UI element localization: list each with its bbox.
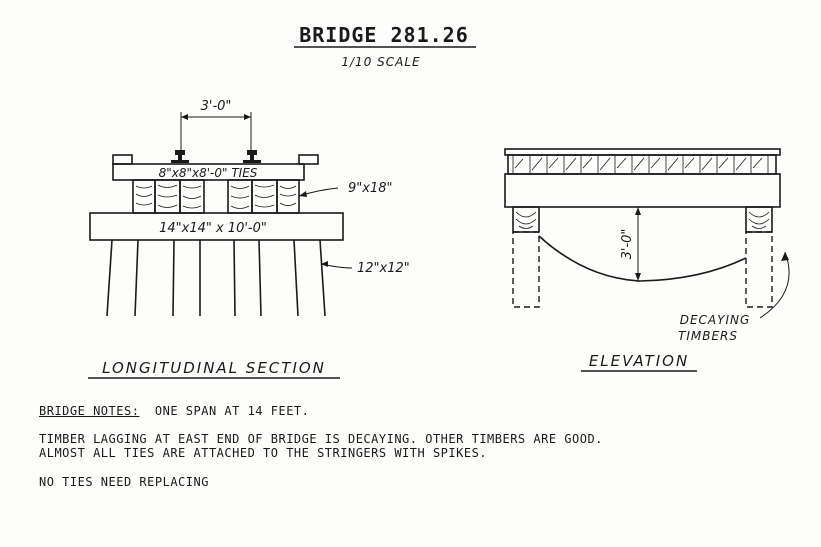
abutment-pile-left <box>512 231 540 308</box>
longitudinal-section: 3'-0" 8"x8"x8'-0" TIES <box>88 99 410 379</box>
decay-label-line2: TIMBERS <box>678 329 738 343</box>
guard-timber-right <box>298 154 319 165</box>
dim-arrow-right <box>244 114 251 120</box>
longitudinal-caption: LONGITUDINAL SECTION <box>102 359 326 377</box>
rail-right <box>243 150 261 163</box>
scale-label: 1/10 SCALE <box>341 55 420 69</box>
notes-line-1: TIMBER LAGGING AT EAST END OF BRIDGE IS … <box>39 432 603 446</box>
deck-rail <box>504 148 781 156</box>
wood-grain <box>135 184 297 209</box>
stringer-leader-arrow <box>299 191 307 197</box>
decay-leader <box>759 251 790 319</box>
elevation-view: 3'-0" DECAYING TIMBERS ELEVATION <box>504 148 790 372</box>
stringer-label: 9"x18" <box>348 181 392 196</box>
clearance-arrow-top <box>635 207 641 215</box>
pile-cap <box>89 212 344 241</box>
guard-timber-left <box>112 154 133 165</box>
abutment-pile-right <box>745 231 773 308</box>
notes-heading: BRIDGE NOTES: <box>39 404 140 418</box>
notes-line-2: ALMOST ALL TIES ARE ATTACHED TO THE STRI… <box>39 446 488 460</box>
decay-leader-arrow <box>781 252 789 261</box>
piles <box>106 239 326 317</box>
dim-arrow-left <box>181 114 188 120</box>
stringers <box>132 179 300 214</box>
pile-label: 12"x12" <box>357 261 410 276</box>
notes-span-line: BRIDGE NOTES: ONE SPAN AT 14 FEET. <box>39 404 309 418</box>
elevation-stringer <box>504 173 781 208</box>
ground-profile <box>538 235 747 282</box>
pile-leader-arrow <box>321 261 328 267</box>
rail-left <box>171 150 189 163</box>
ties-hatching <box>512 155 769 174</box>
tie-spacing-label: 3'-0" <box>201 99 232 114</box>
tie-timber <box>112 163 305 181</box>
ties-label: 8"x8"x8'-0" TIES <box>159 166 258 180</box>
stringer <box>276 179 300 214</box>
decay-label-line1: DECAYING <box>680 313 751 327</box>
elevation-caption: ELEVATION <box>589 352 689 370</box>
ties-row <box>507 154 777 175</box>
clearance-label: 3'-0" <box>620 229 635 260</box>
notes-line-3: NO TIES NEED REPLACING <box>39 475 209 489</box>
cap-label: 14"x14" x 10'-0" <box>159 221 267 236</box>
drawing-title: BRIDGE 281.26 <box>299 23 469 47</box>
notes-span: ONE SPAN AT 14 FEET. <box>154 404 310 418</box>
clearance-arrow-bottom <box>635 273 641 281</box>
end-grain <box>515 211 770 229</box>
